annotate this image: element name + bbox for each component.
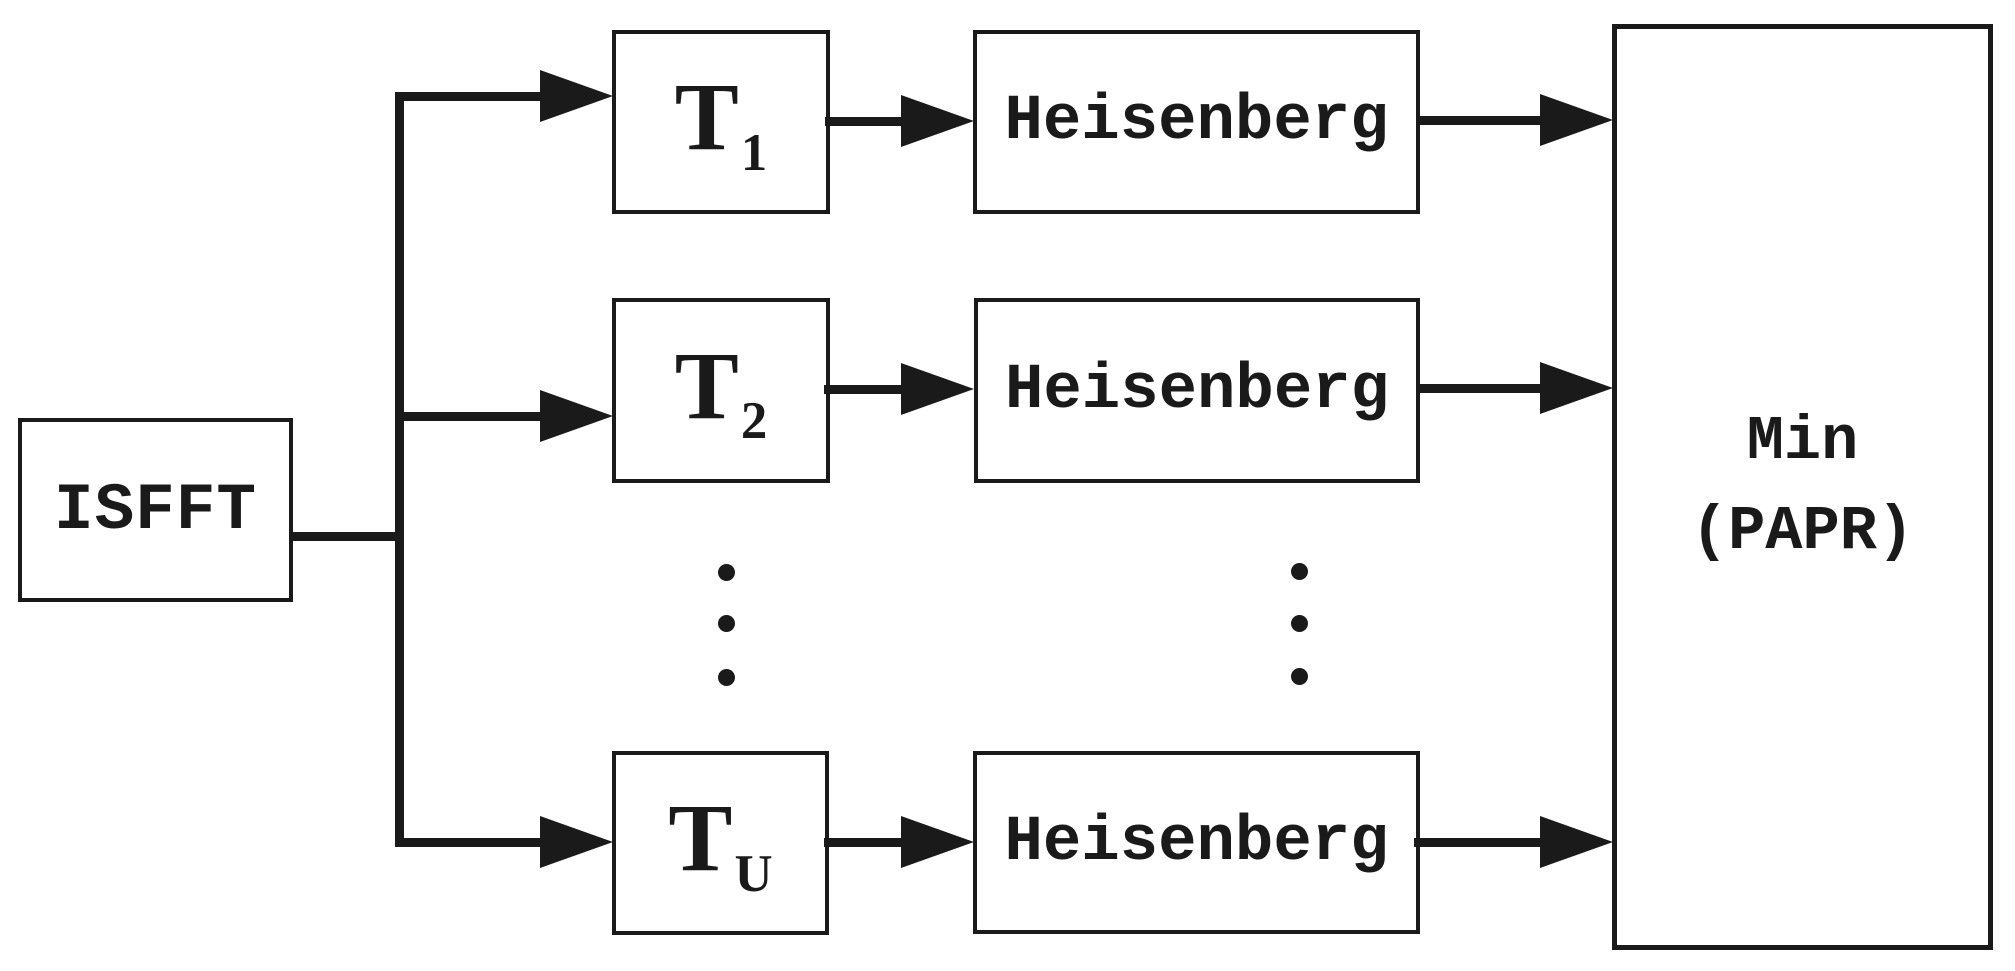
t2-symbol: T [674, 331, 739, 439]
arrowhead-into-min-2-icon [1540, 362, 1613, 414]
connector-tu-to-heisenberg3 [824, 838, 905, 847]
connector-branch-to-t1 [395, 92, 545, 101]
arrowhead-into-min-1-icon [1540, 94, 1613, 146]
connector-isfft-to-branch [289, 532, 401, 541]
arrowhead-into-tu-icon [540, 816, 613, 868]
t1-box: T1 [612, 30, 830, 214]
arrowhead-into-min-3-icon [1540, 816, 1613, 868]
tu-box: TU [612, 751, 829, 935]
isfft-label: ISFFT [53, 472, 258, 548]
dot [1291, 668, 1308, 685]
t2-label: T2 [675, 330, 767, 451]
arrowhead-into-t1-icon [540, 70, 613, 122]
heisenberg1-label: Heisenberg [1004, 86, 1389, 158]
dot [718, 615, 735, 632]
connector-t2-to-heisenberg2 [824, 385, 905, 394]
arrowhead-into-t2-icon [540, 390, 613, 442]
arrowhead-into-heisenberg3-icon [901, 816, 974, 868]
arrowhead-into-heisenberg1-icon [901, 95, 974, 147]
dot [1291, 615, 1308, 632]
heisenberg3-box: Heisenberg [973, 751, 1420, 934]
heisenberg3-label: Heisenberg [1004, 806, 1389, 879]
min-label-line2: (PAPR) [1690, 496, 1915, 567]
t2-box: T2 [612, 298, 830, 483]
dot [718, 564, 735, 581]
connector-heisenberg1-to-min [1416, 116, 1544, 125]
tu-symbol: T [668, 784, 733, 892]
connector-branch-to-t2 [395, 412, 545, 421]
tu-subscript: U [734, 844, 773, 903]
isfft-box: ISFFT [18, 418, 293, 602]
connector-heisenberg3-to-min [1414, 838, 1544, 847]
dot [1291, 563, 1308, 580]
branch-distribution-line [395, 92, 404, 847]
dot [718, 669, 735, 686]
min-papr-box: Min (PAPR) [1612, 24, 1993, 950]
t1-symbol: T [674, 63, 739, 171]
heisenberg2-label: Heisenberg [1004, 354, 1390, 427]
connector-branch-to-tu [395, 838, 545, 847]
connector-t1-to-heisenberg1 [825, 117, 905, 126]
min-papr-label: Min (PAPR) [1691, 397, 1914, 577]
t1-subscript: 1 [740, 123, 768, 182]
heisenberg1-box: Heisenberg [973, 30, 1420, 214]
arrowhead-into-heisenberg2-icon [901, 363, 974, 415]
connector-heisenberg2-to-min [1416, 384, 1544, 393]
heisenberg2-box: Heisenberg [974, 298, 1420, 483]
tu-label: TU [668, 782, 772, 903]
t2-subscript: 2 [740, 392, 768, 451]
min-label-line1: Min [1746, 406, 1859, 478]
t1-label: T1 [675, 61, 767, 182]
